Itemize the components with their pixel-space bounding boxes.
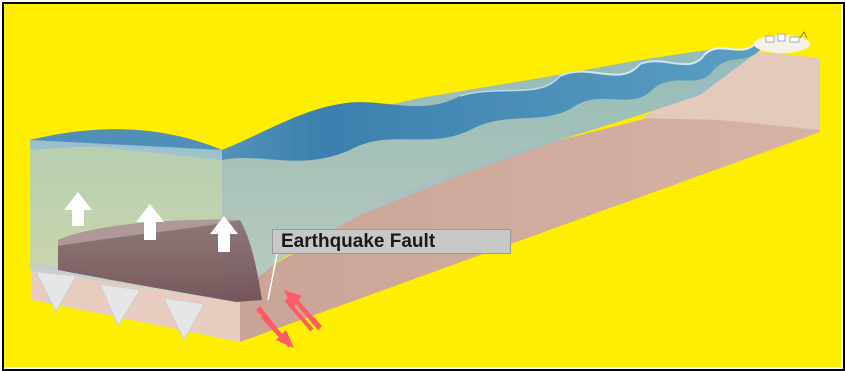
fault-label: Earthquake Fault <box>281 231 435 252</box>
